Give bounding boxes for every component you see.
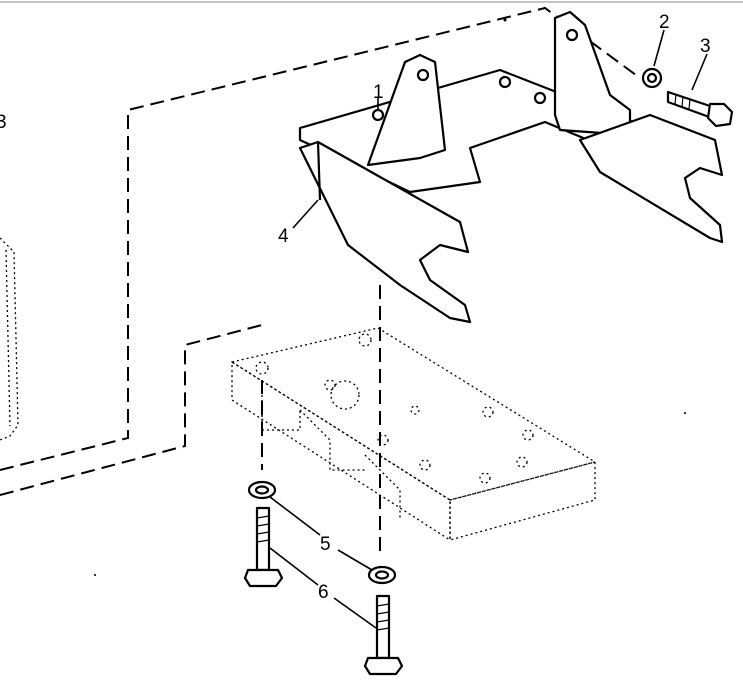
speck (94, 574, 96, 576)
left-partial-frame (0, 237, 19, 441)
leader-lines (269, 29, 708, 629)
washers-5 (247, 480, 397, 585)
alignment-lines (261, 285, 381, 555)
bracket-assembly (298, 10, 724, 324)
speck (503, 18, 507, 22)
callout-3: 3 (700, 36, 711, 57)
callout-6: 6 (318, 582, 329, 603)
callout-edge-3: 3 (0, 112, 7, 133)
dashed-frame-lines (0, 6, 641, 496)
callout-2: 2 (659, 12, 670, 33)
ghost-base-plate (230, 327, 597, 542)
callout-1: 1 (373, 82, 384, 103)
callout-4: 4 (278, 226, 289, 247)
bolt-3 (666, 90, 734, 128)
speck (684, 412, 686, 414)
washer-2 (641, 67, 663, 89)
bolts-6 (243, 506, 404, 676)
callout-5: 5 (320, 534, 331, 555)
